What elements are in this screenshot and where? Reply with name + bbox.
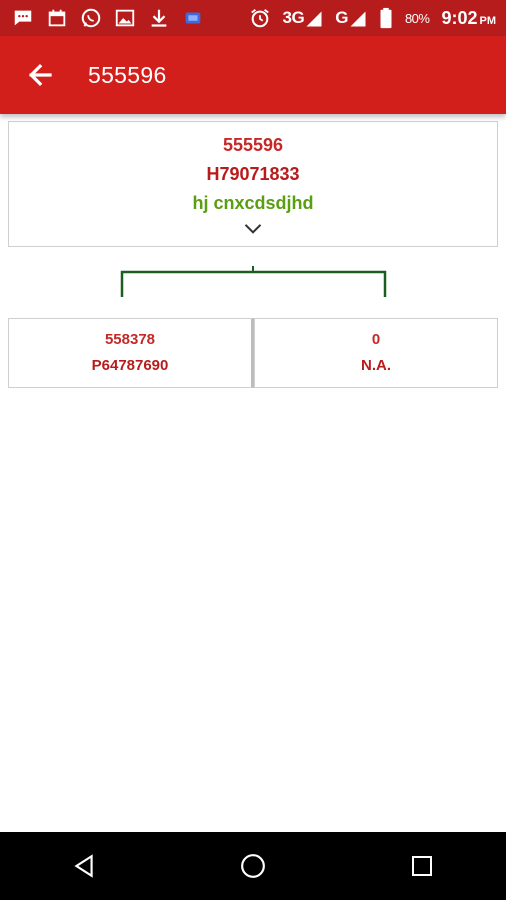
alarm-icon	[249, 7, 271, 29]
root-node-code: H79071833	[206, 164, 300, 184]
child-node-code: N.A.	[361, 357, 391, 374]
calendar-icon	[46, 7, 68, 29]
page-title: 555596	[88, 61, 167, 88]
message-icon	[12, 7, 34, 29]
download-icon	[148, 7, 170, 29]
nav-home-button[interactable]	[223, 836, 283, 896]
child-node-card[interactable]: 558378 P64787690	[8, 318, 254, 388]
signal-icon	[305, 10, 323, 28]
battery-icon	[379, 7, 393, 29]
child-node-id: 558378	[104, 331, 156, 348]
app-icon	[182, 7, 204, 29]
triangle-back-icon	[74, 854, 93, 878]
image-icon	[114, 7, 136, 29]
child-node-code: P64787690	[91, 357, 169, 374]
chevron-down-icon	[244, 224, 262, 234]
root-node-name: hj cnxcdsdjhd	[192, 193, 314, 213]
signal-g: G	[335, 8, 367, 28]
network-3g-label: 3G	[282, 8, 305, 27]
battery-percent: 80%	[404, 10, 430, 26]
signal-icon	[349, 10, 367, 28]
nav-recents-button[interactable]	[392, 836, 452, 896]
nav-back-button[interactable]	[54, 836, 114, 896]
clock-ampm: PM	[479, 14, 497, 27]
back-button[interactable]	[20, 55, 60, 95]
child-node-id: 0	[371, 331, 381, 348]
children-row: 558378 P64787690 0 N.A.	[8, 318, 498, 388]
tree-connector	[120, 266, 387, 297]
back-arrow-icon	[28, 63, 52, 87]
signal-3g: 3G	[283, 8, 324, 28]
network-g-label: G	[335, 8, 348, 27]
clock-time: 9:02	[441, 7, 478, 28]
app-bar: 555596	[0, 36, 506, 114]
expand-button[interactable]	[241, 220, 265, 238]
status-left	[12, 7, 204, 29]
whatsapp-icon	[80, 7, 102, 29]
square-recents-icon	[411, 856, 432, 876]
root-node-id: 555596	[222, 135, 284, 155]
root-node-card[interactable]: 555596 H79071833 hj cnxcdsdjhd	[8, 121, 498, 247]
circle-home-icon	[241, 854, 265, 878]
child-node-card[interactable]: 0 N.A.	[254, 318, 498, 388]
navigation-bar	[0, 832, 506, 900]
